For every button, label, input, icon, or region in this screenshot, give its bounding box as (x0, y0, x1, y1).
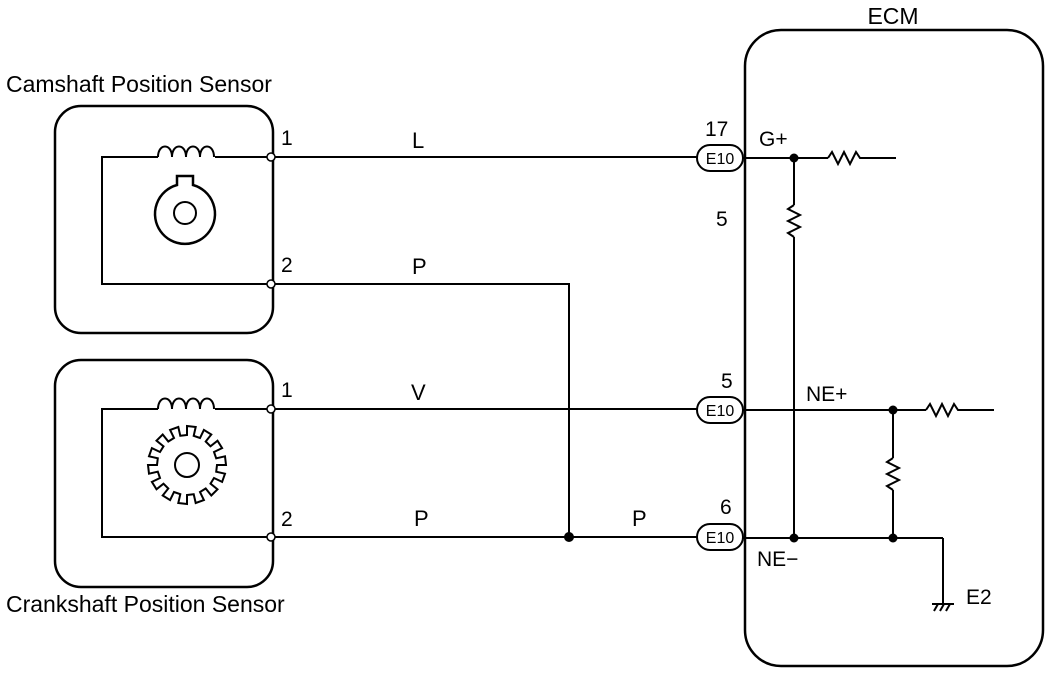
connector-e10-5: E10 5 (696, 370, 744, 424)
junction-ne-minus-b (888, 533, 898, 543)
ecm-g-plus-label: G+ (759, 128, 788, 151)
ecm-title: ECM (867, 3, 918, 29)
connector-pin: 17 (705, 118, 728, 141)
camshaft-pin1-label: 1 (281, 127, 293, 150)
camshaft-pin2-terminal (266, 279, 276, 289)
ecm-ne-minus-label: NE− (757, 548, 798, 571)
wire-label-cam-2: P (412, 254, 427, 279)
camshaft-sensor-title: Camshaft Position Sensor (6, 71, 272, 97)
ecm-e2-label: E2 (966, 586, 992, 609)
connector-label: E10 (706, 403, 735, 420)
camshaft-pin1-terminal (266, 152, 276, 162)
camshaft-sensor-loop (101, 156, 271, 285)
crankshaft-pin2-label: 2 (281, 508, 293, 531)
resistor-ne-plus-series (925, 401, 994, 419)
wire-label-shared-p: P (632, 506, 647, 531)
resistor-g-plus-series (827, 149, 896, 167)
ecm-outline (743, 28, 1045, 668)
ecm-internal-circuit: G+ 5 NE+ NE− E2 (716, 128, 994, 612)
camshaft-pin2-label: 2 (281, 254, 293, 277)
camshaft-sensor-housing (53, 104, 275, 335)
wire-label-crank-1: V (411, 380, 426, 405)
camshaft-coil-icon (157, 145, 215, 158)
connector-label: E10 (706, 151, 735, 168)
crankshaft-sensor-housing (53, 358, 275, 589)
wire-label-crank-2: P (414, 506, 429, 531)
crankshaft-coil-icon (157, 397, 215, 410)
junction-ne-minus-a (789, 533, 799, 543)
ground-icon (932, 603, 954, 612)
crankshaft-sensor: 1 2 Crankshaft Position Sensor (6, 358, 293, 617)
crankshaft-sensor-loop (101, 408, 271, 538)
wire-harness: L P V P P (275, 128, 697, 542)
crankshaft-pin1-terminal (266, 404, 276, 414)
crankshaft-pin1-label: 1 (281, 379, 293, 402)
crankshaft-sensor-title: Crankshaft Position Sensor (6, 591, 285, 617)
wire-label-cam-1: L (412, 128, 424, 153)
camshaft-rotor-icon (153, 174, 217, 246)
crankshaft-gear-icon (146, 424, 228, 506)
wire-cam-p (275, 283, 570, 537)
connector-e10-17: E10 17 (696, 118, 744, 172)
ecm-stray-number: 5 (716, 208, 728, 231)
ecm-block: ECM (743, 3, 1045, 668)
connector-pin: 6 (720, 496, 732, 519)
connector-e10-6: E10 6 (696, 496, 744, 551)
crankshaft-pin2-terminal (266, 532, 276, 542)
wire-junction-p (564, 532, 574, 542)
connector-label: E10 (706, 530, 735, 547)
resistor-ne-pullup (884, 457, 902, 491)
ecm-ne-plus-label: NE+ (806, 383, 847, 406)
camshaft-sensor: Camshaft Position Sensor 1 2 (6, 71, 293, 335)
connector-pin: 5 (721, 370, 733, 393)
resistor-g-plus-pullup (785, 204, 803, 238)
